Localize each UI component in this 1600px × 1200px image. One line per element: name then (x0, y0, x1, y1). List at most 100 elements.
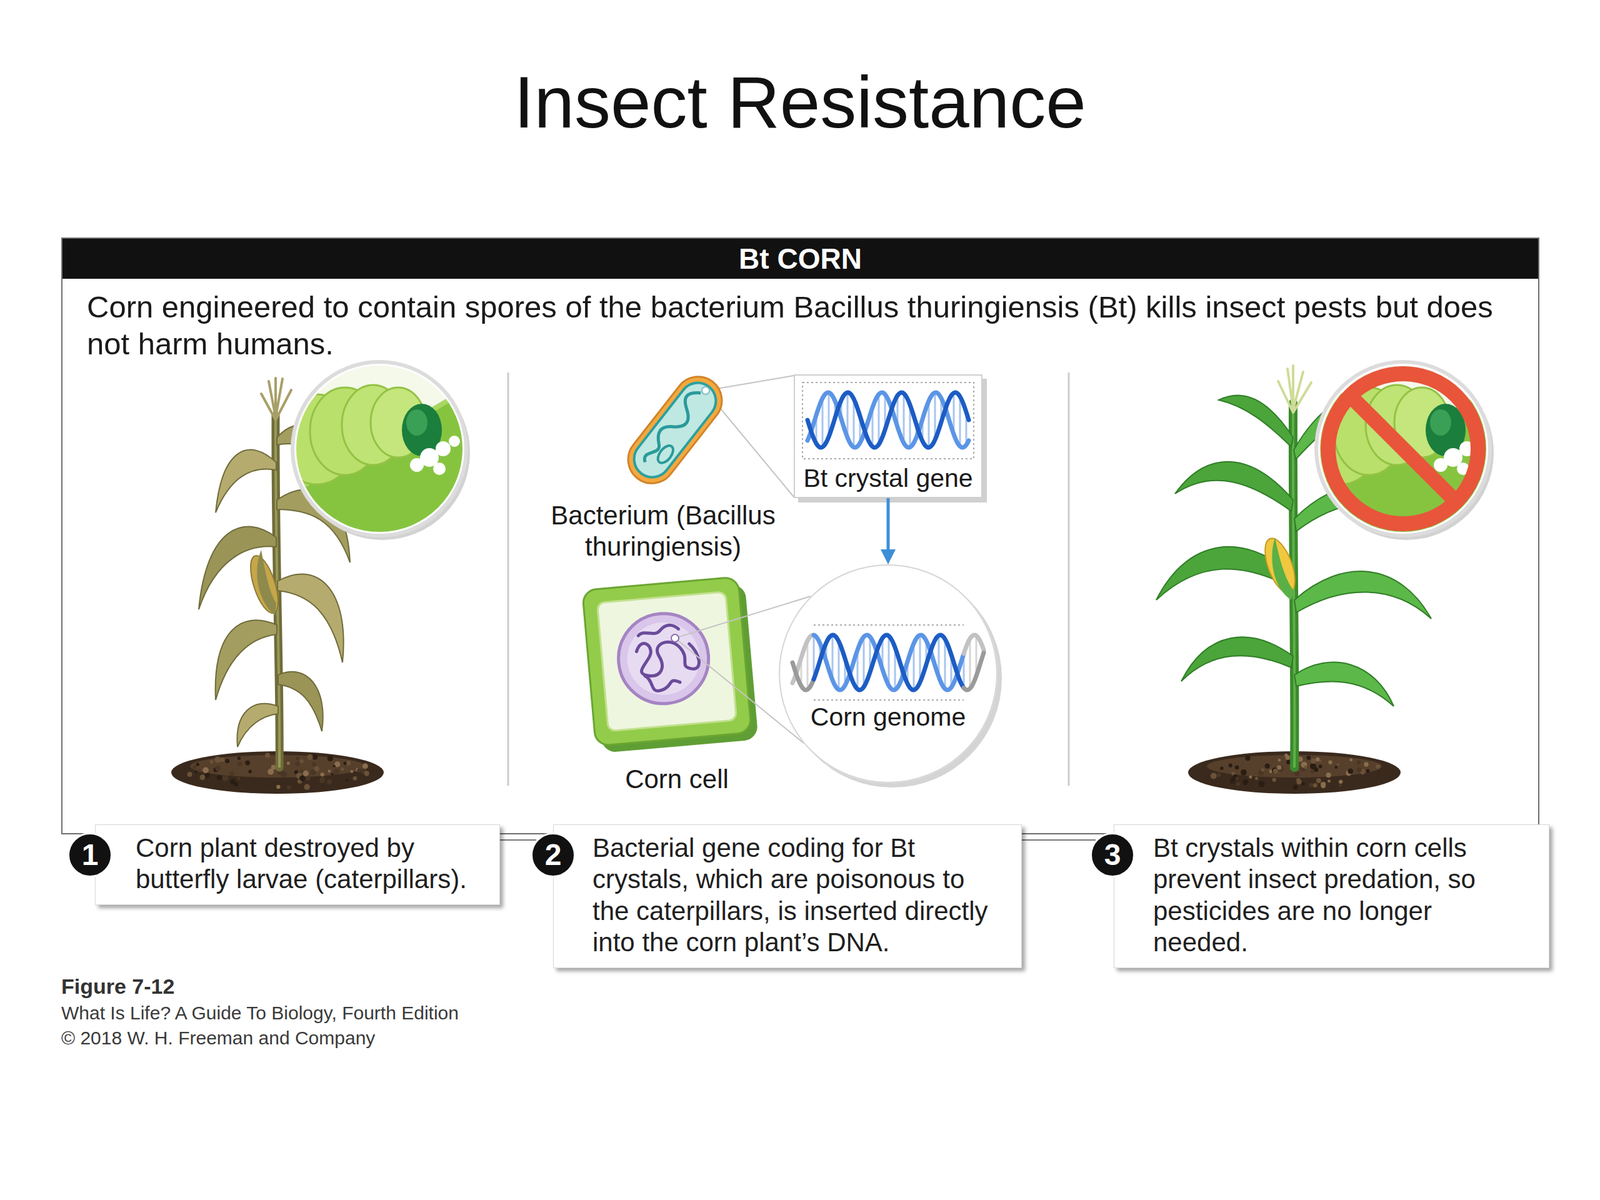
soil-speck (1336, 763, 1340, 766)
soil-speck (307, 754, 314, 760)
soil-speck (1261, 768, 1265, 772)
soil-speck (1338, 783, 1342, 787)
soil-speck (1230, 776, 1235, 782)
corn-cell (582, 576, 759, 754)
soil-speck (299, 775, 305, 782)
connectors (500, 498, 1096, 840)
helix-rung (888, 635, 890, 685)
soil-speck (1271, 767, 1279, 774)
soil-speck (331, 773, 334, 776)
soil-speck (276, 785, 280, 789)
divider-line (1068, 372, 1070, 786)
helix-rung (903, 393, 905, 443)
soil-speck (1313, 783, 1318, 788)
bacterium (618, 366, 732, 493)
soil-speck (1320, 781, 1326, 787)
box-ground (793, 374, 983, 499)
wilted-corn-plant (215, 450, 277, 513)
box-label: Bt crystal gene (795, 463, 982, 494)
soil-speck (1306, 755, 1311, 760)
soil-speck (1318, 764, 1323, 769)
corn-cell (624, 619, 704, 699)
helix-rung (821, 398, 824, 447)
soil-speck (220, 757, 225, 763)
connector (1021, 839, 1096, 841)
soil-speck (237, 776, 241, 780)
callout-number-text: 2 (545, 840, 562, 870)
soil-speck (1363, 761, 1369, 767)
soil-speck (1375, 764, 1380, 769)
soil-speck (1216, 773, 1221, 777)
soil-speck (1276, 765, 1282, 770)
healthy-corn-plant (1218, 395, 1294, 448)
connector (500, 839, 537, 841)
content-panel: Bt CORN Corn engineered to contain spores… (61, 237, 1540, 835)
soil-speck (1210, 772, 1217, 779)
soil-speck (210, 760, 214, 764)
callout-number: 1 (67, 832, 113, 878)
caterpillar-inset (1301, 361, 1491, 537)
bacterium (638, 387, 707, 468)
soil-speck (1316, 778, 1322, 784)
soil-speck (320, 772, 325, 777)
soil-speck (225, 758, 230, 764)
soil-speck (356, 768, 362, 773)
soil-speck (1356, 760, 1361, 765)
soil-speck (345, 778, 349, 782)
healthy-corn-plant (1271, 537, 1294, 600)
soil-speck (343, 761, 347, 765)
soil-speck (1240, 769, 1247, 776)
soil-speck (303, 783, 310, 790)
soil-speck (1318, 759, 1322, 762)
gene-box: Bt crystal gene (793, 374, 983, 499)
helix-rung (863, 636, 865, 687)
soil-speck (295, 761, 300, 766)
corn-cell (582, 576, 752, 747)
soil-speck (305, 775, 310, 780)
soil-speck (1326, 772, 1332, 778)
part-label: Bacterium (Bacillus thuringiensis) (525, 500, 801, 564)
soil-speck (300, 759, 304, 764)
soil-speck (1265, 763, 1270, 769)
soil-speck (237, 761, 242, 767)
soil-speck (1228, 763, 1233, 768)
soil-speck (216, 775, 222, 780)
soil-speck (1292, 784, 1298, 790)
soil-speck (196, 762, 200, 766)
helix-strand (807, 392, 969, 448)
soil-speck (1242, 779, 1249, 785)
healthy-corn-plant (1294, 662, 1394, 707)
dotted-frame (802, 382, 974, 459)
step-text: Corn plant destroyed by butterfly larvae… (135, 832, 487, 896)
panel-body: Corn engineered to contain spores of the… (86, 288, 1525, 363)
soil-speck (1310, 758, 1317, 764)
part-label: Corn cell (583, 763, 771, 795)
panel-heading: Bt CORN (62, 238, 1539, 279)
soil-speck (327, 755, 334, 762)
soil-speck (362, 763, 369, 769)
soil-speck (205, 772, 210, 777)
dotted-frame (813, 624, 964, 626)
soil-speck (333, 768, 340, 775)
soil-speck (248, 770, 252, 774)
soil-speck (319, 777, 325, 784)
bacterium (618, 366, 732, 493)
divider-line (507, 372, 510, 786)
step-text: Bacterial gene coding for Bt crystals, w… (592, 832, 1000, 959)
wilted-corn-plant (215, 620, 277, 700)
soil-speck (1303, 765, 1307, 769)
soil-speck (1248, 775, 1252, 779)
helix-strand (807, 392, 969, 448)
soil-speck (198, 769, 201, 772)
soil-speck (1236, 782, 1240, 787)
callout-number-text: 1 (81, 840, 99, 870)
wilted-corn-plant (278, 671, 324, 732)
soil-speck (1255, 776, 1259, 780)
soil-speck (193, 765, 197, 770)
soil-speck (286, 761, 290, 765)
soil-speck (200, 774, 206, 780)
soil-speck (1258, 781, 1265, 788)
callout-number: 3 (1090, 832, 1135, 878)
soil-speck (1334, 765, 1338, 769)
